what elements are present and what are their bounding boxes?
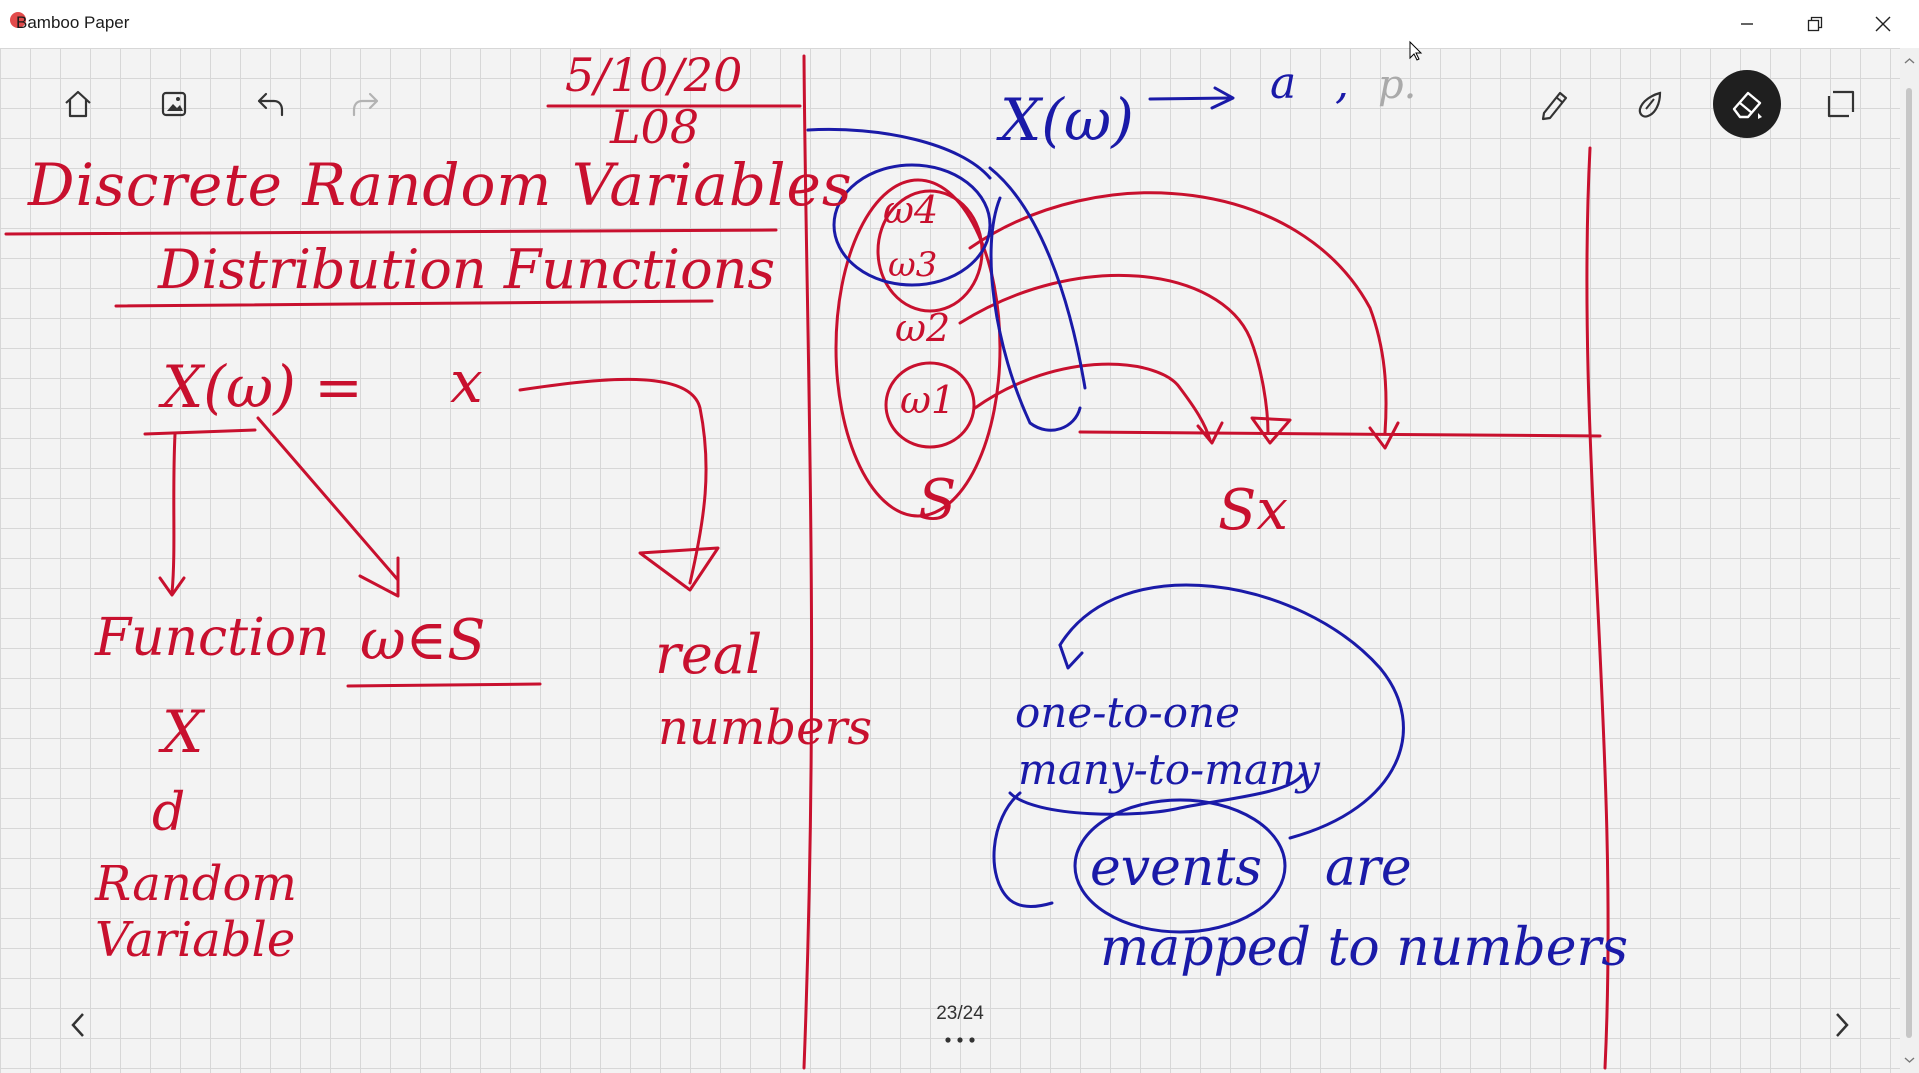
more-options-button[interactable] xyxy=(935,1030,985,1050)
set-s: S xyxy=(918,468,957,533)
omega-1: ω1 xyxy=(900,378,956,422)
sx-line xyxy=(1078,430,1602,438)
note-canvas[interactable]: 5/10/20 L08 Discrete Random Variables Di… xyxy=(0,48,1900,1073)
pen-icon xyxy=(1541,91,1568,121)
many-to-many-underline xyxy=(1008,773,1304,816)
arrow-to-function xyxy=(170,432,177,595)
handwriting-layer xyxy=(4,54,1610,1070)
subtitle-underline xyxy=(114,299,714,308)
app-icon xyxy=(10,12,26,28)
chevron-right-icon xyxy=(1836,1013,1849,1037)
mapped-to-numbers: mapped to numbers xyxy=(1100,918,1629,978)
note-date: 5/10/20 xyxy=(565,48,743,102)
lasso-tool-button[interactable] xyxy=(1813,76,1869,132)
map-arrow-w4 xyxy=(968,191,1388,435)
pen-tool-button[interactable] xyxy=(1525,76,1581,132)
minimize-button[interactable] xyxy=(1713,0,1781,48)
loop-to-events xyxy=(992,791,1054,908)
minimize-icon xyxy=(1741,23,1753,25)
arrow-to-omega xyxy=(256,416,400,582)
title-underline xyxy=(4,228,778,236)
scrollbar-thumb[interactable] xyxy=(1906,88,1912,1038)
divider-line-left xyxy=(802,54,814,1070)
mouse-cursor-icon xyxy=(1409,40,1423,61)
events-label: events xyxy=(1090,838,1262,898)
events-circle xyxy=(1073,798,1287,934)
image-icon xyxy=(161,91,187,117)
restore-icon xyxy=(1807,16,1823,32)
real-label: real xyxy=(655,623,763,686)
home-icon xyxy=(65,90,91,118)
eraser-icon xyxy=(1732,91,1762,119)
scroll-up-icon xyxy=(1904,58,1915,64)
random-variable: Random Variable xyxy=(95,856,297,968)
omega-3: ω3 xyxy=(888,245,938,285)
undo-icon xyxy=(257,92,284,117)
x-omega-underline xyxy=(143,428,257,436)
set-s-ellipse xyxy=(834,178,1002,518)
one-to-one: one-to-one xyxy=(1015,688,1240,737)
equation-rhs: x xyxy=(450,348,483,416)
top-arrow-dot: , xyxy=(1335,58,1349,109)
note-subtitle: Distribution Functions xyxy=(158,238,776,301)
omega-4: ω4 xyxy=(883,188,939,232)
brush-icon xyxy=(1638,91,1662,118)
function-label: Function xyxy=(95,608,330,668)
close-button[interactable] xyxy=(1849,0,1917,48)
redo-button[interactable] xyxy=(338,76,394,132)
top-arrow-p: p. xyxy=(1378,62,1417,108)
app-title: Bamboo Paper xyxy=(16,13,130,32)
note-title: Discrete Random Variables xyxy=(28,151,853,219)
function-and: d xyxy=(152,783,186,843)
lasso-icon xyxy=(1827,90,1855,118)
vertical-scrollbar[interactable] xyxy=(1900,48,1919,1073)
restore-button[interactable] xyxy=(1781,0,1849,48)
blue-bracket xyxy=(988,166,1087,390)
title-bar: Bamboo Paper xyxy=(0,0,1919,48)
loop-arrow xyxy=(1058,583,1405,840)
omega-in-s: ω∈S xyxy=(360,608,486,673)
are-label: are xyxy=(1325,838,1412,898)
numbers-label: numbers xyxy=(658,700,873,756)
redo-icon xyxy=(352,92,379,117)
function-x: X xyxy=(162,698,204,766)
event-circle xyxy=(832,163,992,287)
set-sx: Sx xyxy=(1218,478,1288,543)
blue-top-curve xyxy=(806,127,992,180)
previous-page-button[interactable] xyxy=(58,1005,98,1045)
omega-2: ω2 xyxy=(895,306,951,350)
divider-line-right xyxy=(1585,146,1610,1070)
close-icon xyxy=(1875,16,1891,32)
equation-lhs: X(ω) = xyxy=(162,353,363,421)
top-arrow-line xyxy=(1148,96,1234,101)
home-button[interactable] xyxy=(50,76,106,132)
brush-tool-button[interactable] xyxy=(1621,76,1677,132)
top-mapping: X(ω) xyxy=(1000,86,1134,154)
omega-in-s-underline xyxy=(346,682,542,688)
map-arrow-w2 xyxy=(958,273,1270,435)
scroll-down-icon xyxy=(1904,1057,1915,1063)
arrow-to-real xyxy=(518,377,708,585)
undo-button[interactable] xyxy=(242,76,298,132)
map-arrow-w1 xyxy=(973,362,1212,442)
insert-image-button[interactable] xyxy=(146,76,202,132)
more-dots-icon xyxy=(945,1037,975,1043)
eraser-tool-button[interactable] xyxy=(1713,70,1781,138)
page-counter: 23/24 xyxy=(936,1003,984,1024)
many-to-many: many-to-many xyxy=(1018,745,1320,794)
chevron-left-icon xyxy=(71,1013,84,1037)
next-page-button[interactable] xyxy=(1822,1005,1862,1045)
note-lecture: L08 xyxy=(610,100,700,154)
top-arrow-a: a xyxy=(1270,58,1297,109)
